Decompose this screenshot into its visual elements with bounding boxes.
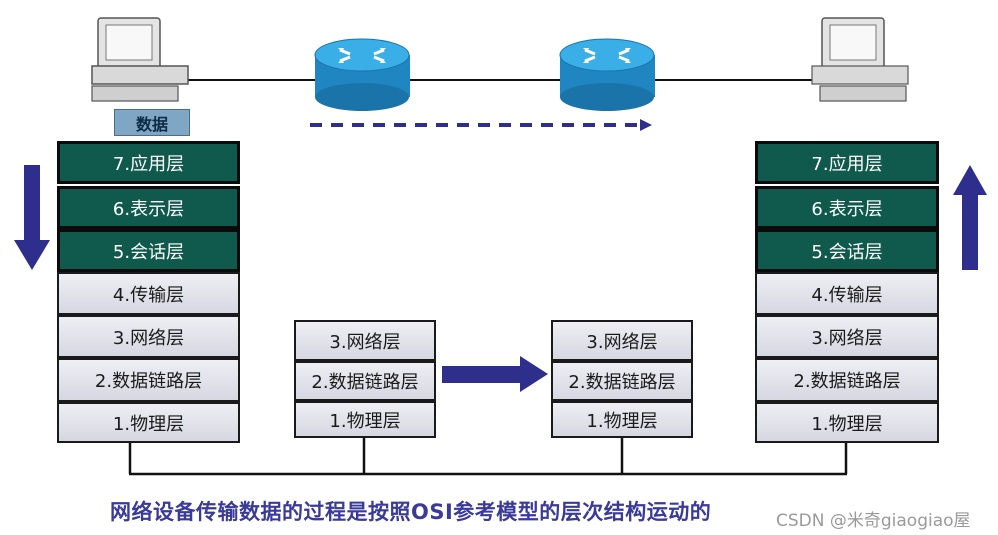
left-layer-1: 1.物理层: [57, 402, 240, 443]
mid2-layer-3: 3.网络层: [551, 320, 693, 361]
mid1-layer-3: 3.网络层: [294, 320, 436, 361]
left-layer-4: 4.传输层: [57, 272, 240, 315]
arrow-down-icon: [14, 165, 50, 270]
right-layer-1: 1.物理层: [755, 402, 939, 443]
physical-bus-line: [128, 436, 848, 476]
router-icon: [559, 38, 655, 111]
arrow-right-icon: [310, 119, 652, 131]
diagram-caption: 网络设备传输数据的过程是按照OSI参考模型的层次结构运动的: [110, 500, 712, 524]
left-layer-3: 3.网络层: [57, 315, 240, 358]
mid2-layer-1: 1.物理层: [551, 401, 693, 438]
right-layer-3: 3.网络层: [755, 315, 939, 358]
left-layer-5: 5.会话层: [57, 229, 240, 272]
router-icon: [314, 38, 410, 111]
arrow-up-icon: [953, 165, 987, 270]
computer-icon: [91, 17, 189, 102]
right-layer-2: 2.数据链路层: [755, 358, 939, 402]
mid2-layer-2: 2.数据链路层: [551, 361, 693, 401]
right-layer-4: 4.传输层: [755, 272, 939, 315]
left-layer-7: 7.应用层: [57, 141, 240, 184]
mid1-layer-1: 1.物理层: [294, 401, 436, 438]
left-layer-6: 6.表示层: [57, 186, 240, 229]
right-layer-7: 7.应用层: [755, 141, 939, 184]
mid1-layer-2: 2.数据链路层: [294, 361, 436, 401]
watermark: CSDN @米奇giaogiao屋: [776, 511, 971, 531]
data-label: 数据: [114, 109, 190, 136]
left-layer-2: 2.数据链路层: [57, 358, 240, 402]
computer-icon: [811, 17, 909, 102]
right-layer-5: 5.会话层: [755, 229, 939, 272]
right-layer-6: 6.表示层: [755, 186, 939, 229]
arrow-right-icon: [442, 356, 548, 392]
